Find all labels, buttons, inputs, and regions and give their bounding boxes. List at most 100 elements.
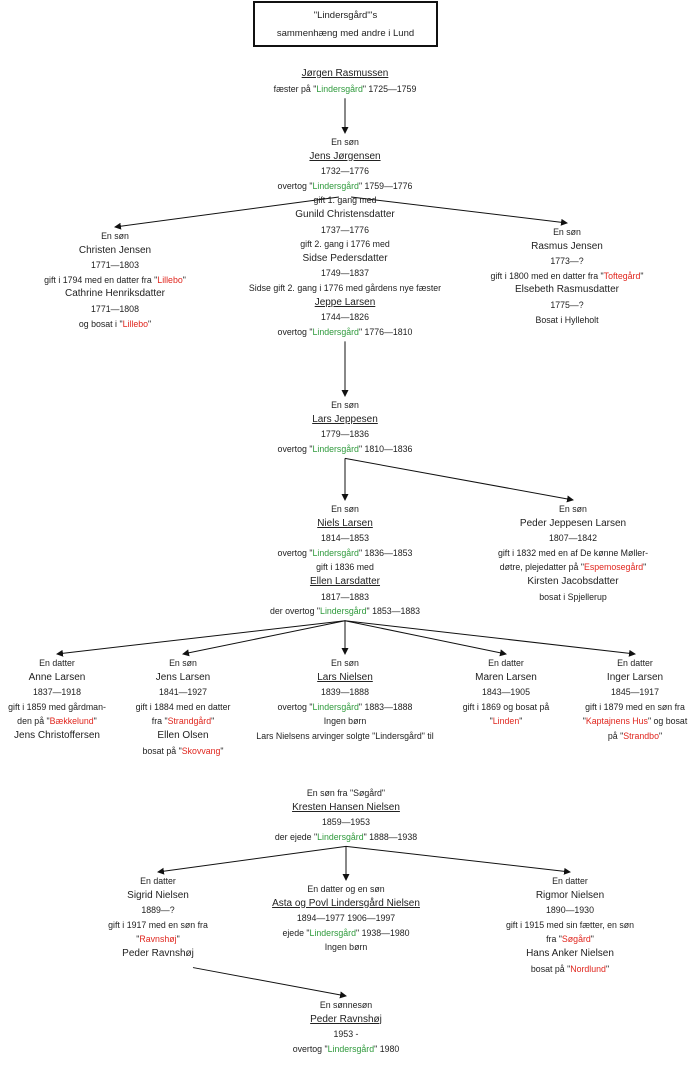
farm-name-lindersgard: Lindersgård [327,1043,375,1054]
node-line: En søn [278,398,413,413]
node-line: gift i 1915 med sin fætter, en søn [506,918,634,933]
person-name: Peder Ravnshøj [122,947,194,959]
person-name: Jens Jørgensen [309,150,381,162]
node-line: overtog "Lindersgård" 1759—1776 [249,179,441,194]
person-name: Lars Jeppesen [312,413,378,425]
person-name: Gunild Christensdatter [295,208,395,220]
person-name: Jørgen Rasmussen [301,68,389,79]
node-line: Sigrid Nielsen [108,889,208,904]
text: døtre, plejedatter på " [499,562,584,573]
node-line: 1894—1977 1906—1997 [272,911,420,926]
text: En søn [553,227,581,237]
node-line: fra "Søgård" [506,932,634,947]
text: En datter [552,876,588,886]
text: gift i 1869 og bosat på [462,701,550,712]
text: " [658,730,663,741]
text: der overtog " [269,606,321,617]
text: En søn [331,400,359,410]
text: 1775—? [550,299,584,310]
text: " 1759—1776 [358,180,413,191]
node-line: den på "Bækkelund" [8,714,106,729]
node-line: gift i 1800 med en datter fra "Toftegård… [491,269,644,284]
text: gift 1. gang med [313,195,377,206]
farm-name-lindersgard: Lindersgård [309,927,357,938]
text: 1773—? [550,256,584,267]
person-name: Peder Ravnshøj [310,1013,382,1025]
text: " 1980 [374,1043,400,1054]
text: " 1938—1980 [356,927,410,938]
node-line: gift 2. gang i 1776 med [249,237,441,252]
text: overtog " [277,326,313,337]
person-name: Kirsten Jacobsdatter [527,575,619,587]
node-line: Jeppe Larsen [249,296,441,311]
node-line: 1841—1927 [136,685,231,700]
node-line: En datter [583,656,688,671]
node-line: Kresten Hansen Nielsen [275,801,417,816]
farm-name-lindersgard: Lindersgård [316,83,363,94]
person-name: Maren Larsen [475,671,537,683]
text: 1817—1883 [321,591,369,602]
text: 1807—1842 [549,533,597,544]
text: En søn [169,658,197,668]
node-line: gift 1. gang med [249,193,441,208]
text: gift i 1794 med en datter fra " [44,274,158,285]
text: gift i 1859 med gårdman- [8,701,106,712]
node-line: "Kaptajnens Hus" og bosat [583,714,688,729]
node-line: 1771—1803 [44,258,186,273]
node-line: Jørgen Rasmussen [274,67,417,82]
text: på " [607,730,624,741]
farm-name: Strandgård [167,716,212,727]
node-line: Christen Jensen [44,244,186,259]
title-box: "Lindersgård"'s sammenhæng med andre i L… [253,1,438,47]
node-line: Peder Ravnshøj [108,947,208,962]
node-line: En datter og en søn [272,882,420,897]
node-line: En søn [491,225,644,240]
text: Sidse gift 2. gang i 1776 med gårdens ny… [248,282,442,293]
text: ejede " [282,927,310,938]
text: " 1776—1810 [358,326,413,337]
node-line: Sidse gift 2. gang i 1776 med gårdens ny… [249,281,441,296]
text: " og bosat [647,716,688,727]
text: gift i 1832 med en af De kønne Møller- [497,547,649,558]
text: gift i 1879 med en søn fra [585,701,685,712]
text: 1779—1836 [321,429,369,440]
node-line: 1889—? [108,903,208,918]
node-line: En søn [136,656,231,671]
node-line: der ejede "Lindersgård" 1888—1938 [275,830,417,845]
farm-name: Kaptajnens Hus [585,716,648,727]
node-line: overtog "Lindersgård" 1776—1810 [249,325,441,340]
node-line: En datter [108,874,208,889]
person-name: Hans Anker Nielsen [526,947,614,959]
node-line: Ingen børn [256,714,433,729]
farm-name: Strandbo [623,730,659,741]
person-name: Kresten Hansen Nielsen [292,801,400,813]
node-line: gift i 1884 med en datter [136,700,231,715]
person-name: Rasmus Jensen [531,240,603,252]
node-line: Maren Larsen [463,671,550,686]
text: 1953 - [333,1029,359,1040]
node-line: 1845—1917 [583,685,688,700]
node-line: gift i 1917 med en søn fra [108,918,208,933]
node-line: En datter [506,874,634,889]
text: bosat på " [530,963,571,974]
person-name: Anne Larsen [28,671,86,683]
text: 1771—1808 [91,303,139,314]
node-line: Jens Christoffersen [8,729,106,744]
person-name: Asta og Povl Lindersgård Nielsen [272,897,420,909]
text: fæster på " [273,83,317,94]
text: En søn [331,137,359,147]
edge-jens-to-rasmus [351,196,568,226]
text: 1859—1953 [322,817,370,828]
text: " 1810—1836 [358,443,413,454]
text: 1737—1776 [321,224,369,235]
farm-name-lindersgard: Lindersgård [317,831,364,842]
node-line: 1837—1918 [8,685,106,700]
